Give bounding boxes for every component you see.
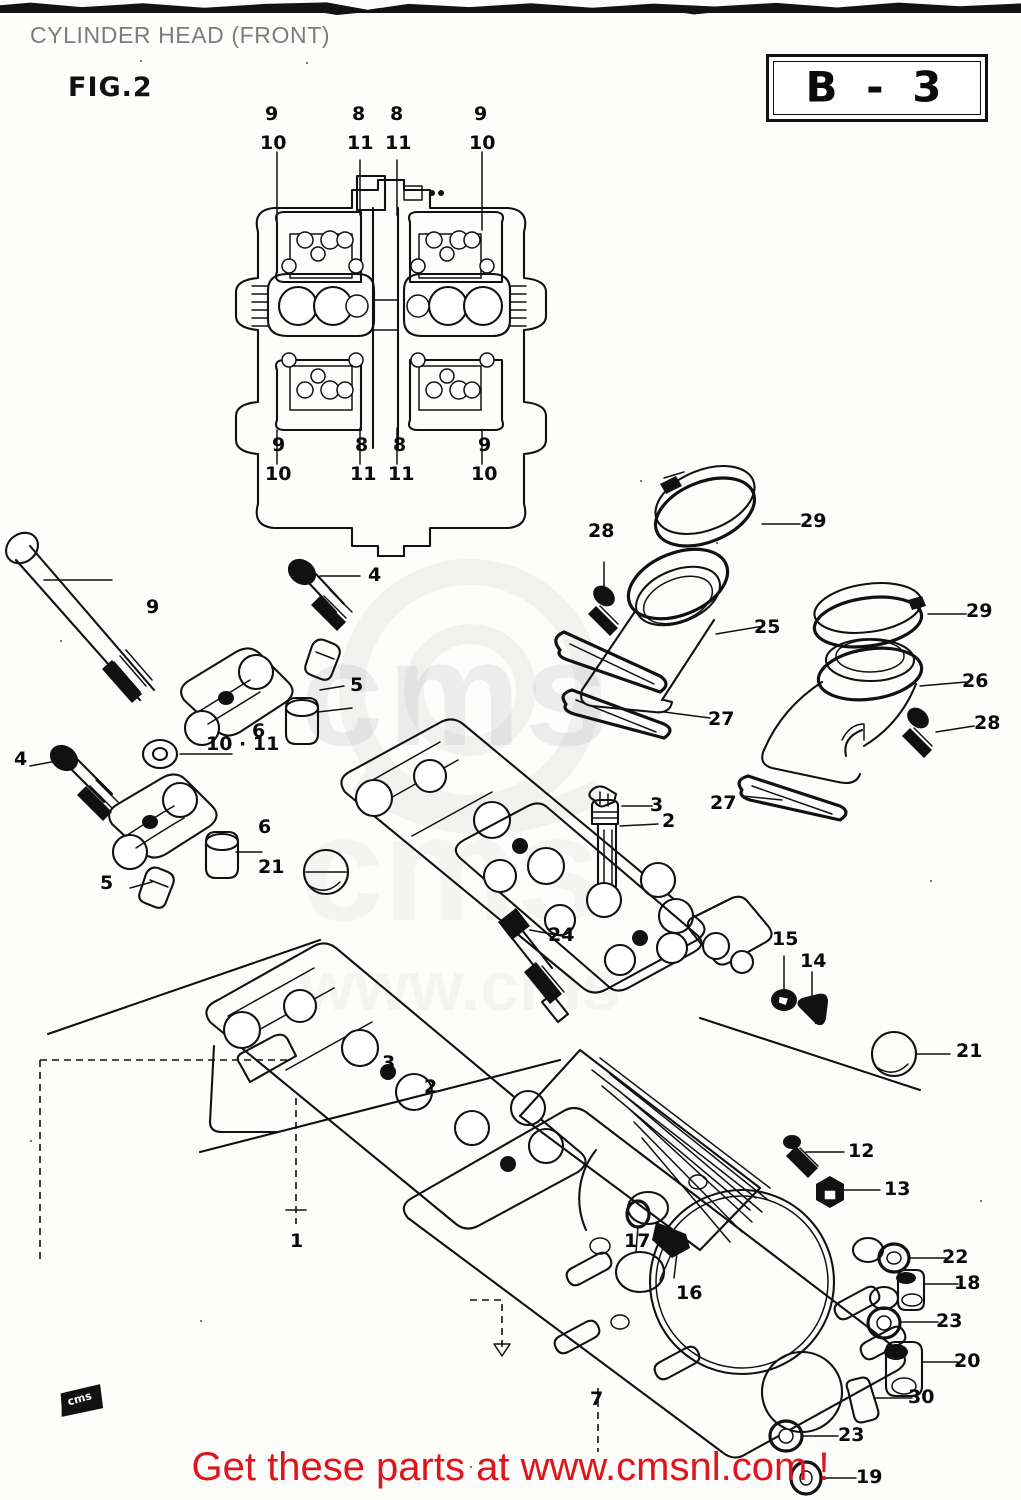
callout-27-right: 27 — [710, 792, 737, 814]
part-13-nut — [816, 1176, 844, 1208]
part-9-long-stud — [5, 531, 179, 770]
scan-speck — [980, 1200, 982, 1202]
callout-28-right: 28 — [974, 712, 1001, 734]
callout-21-right: 21 — [956, 1040, 983, 1062]
callout-5-upper: 5 — [350, 674, 364, 696]
callout-20: 20 — [954, 1350, 981, 1372]
callout-2: 2 — [662, 810, 676, 832]
callout-23-lower: 23 — [838, 1424, 865, 1446]
scan-speck — [716, 542, 718, 544]
callout-28-left: 28 — [588, 520, 615, 542]
part-22-oring — [877, 1242, 911, 1274]
camshaft-holder-lower — [108, 773, 240, 909]
callout-21-left: 21 — [258, 856, 285, 878]
top-view-cylinder-head — [234, 151, 548, 558]
callout-13: 13 — [884, 1178, 911, 1200]
callout-6-left: 6 — [258, 816, 272, 838]
scan-speck — [30, 1140, 32, 1142]
topview-label-10-a: 10 — [260, 132, 287, 154]
scan-speck — [470, 1466, 472, 1468]
topview-label-11-b: 11 — [385, 132, 412, 154]
part-16-bolt — [652, 1222, 690, 1279]
part-23-oring-upper — [866, 1306, 902, 1340]
callout-29-upper: 29 — [800, 510, 827, 532]
callout-12: 12 — [848, 1140, 875, 1162]
corner-tag-text: cms — [66, 1389, 94, 1409]
part-29-clamp-upper — [653, 464, 757, 548]
topview-label-10-c: 10 — [265, 463, 292, 485]
callout-3-lower: 3 — [382, 1052, 396, 1074]
corner-tag: cms — [55, 1382, 106, 1420]
callout-25: 25 — [754, 616, 781, 638]
scan-edge-artifact-secondary — [0, 10, 1021, 15]
scan-speck — [930, 880, 932, 882]
callout-15: 15 — [772, 928, 799, 950]
topview-label-10-b: 10 — [469, 132, 496, 154]
callout-24: 24 — [548, 924, 575, 946]
topview-label-8-d: 8 — [393, 434, 407, 456]
callout-18: 18 — [954, 1272, 981, 1294]
callout-4-left: 4 — [14, 748, 28, 770]
section-badge: B - 3 — [766, 54, 988, 122]
callout-14: 14 — [800, 950, 827, 972]
callout-27-left: 27 — [708, 708, 735, 730]
part-4-left-bolt — [49, 744, 119, 821]
part-29-clamp-right — [812, 582, 926, 649]
callout-7: 7 — [590, 1388, 604, 1410]
callout-19: 19 — [856, 1466, 883, 1488]
topview-label-8-b: 8 — [390, 103, 404, 125]
callout-23-upper: 23 — [936, 1310, 963, 1332]
callout-22: 22 — [942, 1246, 969, 1268]
figure-label: FIG.2 — [68, 72, 153, 103]
scan-speck — [200, 1320, 202, 1322]
section-badge-inner-border — [773, 61, 981, 115]
scan-speck — [306, 62, 308, 64]
topview-label-11-c: 11 — [350, 463, 377, 485]
footer-watermark: Get these parts at www.cmsnl.com ! — [191, 1445, 830, 1489]
callout-17: 17 — [624, 1230, 651, 1252]
topview-label-9-d: 9 — [478, 434, 492, 456]
callout-1: 1 — [290, 1230, 304, 1252]
topview-label-9-c: 9 — [272, 434, 286, 456]
callout-9: 9 — [146, 596, 160, 618]
part-18-dowel — [896, 1268, 926, 1312]
page-title: CYLINDER HEAD (FRONT) — [30, 22, 331, 48]
callout-26: 26 — [962, 670, 989, 692]
callout-5-left: 5 — [100, 872, 114, 894]
scan-speck — [60, 640, 62, 642]
topview-label-11-d: 11 — [388, 463, 415, 485]
callout-29-right: 29 — [966, 600, 993, 622]
callout-6-upper: 6 — [252, 720, 266, 742]
topview-label-10-d: 10 — [471, 463, 498, 485]
scan-edge-artifact — [0, 2, 1021, 13]
scan-speck — [640, 480, 642, 482]
callout-10-11: 10 · 11 — [206, 733, 280, 755]
section-badge-text: B - 3 — [805, 62, 949, 112]
callout-4-upper: 4 — [368, 564, 382, 586]
topview-label-11-a: 11 — [347, 132, 374, 154]
callout-3: 3 — [650, 794, 664, 816]
callout-2-lower: 2 — [424, 1076, 438, 1098]
topview-label-9-a: 9 — [265, 103, 279, 125]
part-12-stud — [783, 1135, 819, 1178]
ghost-watermark: cms — [300, 600, 820, 1020]
topview-label-9-b: 9 — [474, 103, 488, 125]
scan-speck — [140, 60, 142, 62]
part-30-pin — [845, 1376, 880, 1424]
callout-30: 30 — [908, 1386, 935, 1408]
topview-label-8-c: 8 — [355, 434, 369, 456]
ghost-watermark-line1: cms — [300, 609, 613, 777]
callout-16: 16 — [676, 1282, 703, 1304]
topview-label-8-a: 8 — [352, 103, 366, 125]
